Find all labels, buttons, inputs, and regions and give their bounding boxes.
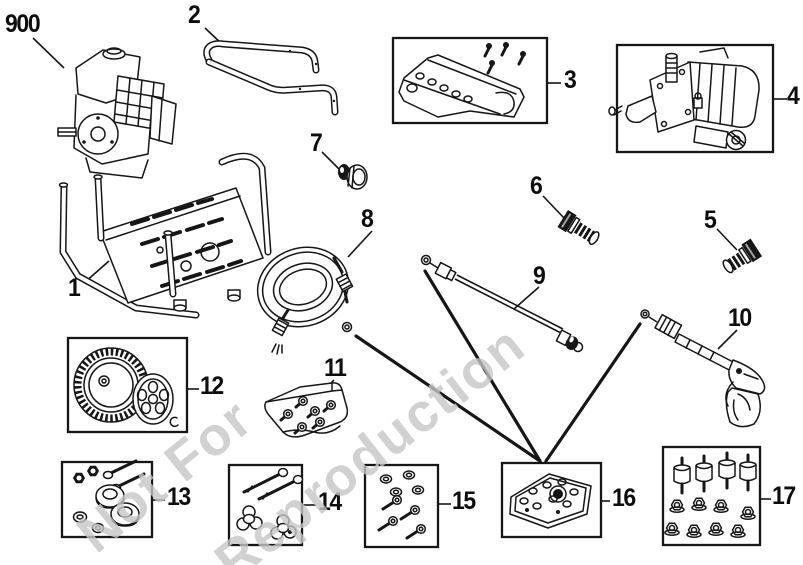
screw-washer-kit-icon xyxy=(377,470,427,540)
screw-kit-bag-icon xyxy=(264,382,349,438)
gun-o-ring xyxy=(640,309,650,319)
assembly-line-gun-to-nozzle-kit xyxy=(544,322,642,463)
leader-900 xyxy=(32,37,65,69)
kit-box-17 xyxy=(661,445,762,547)
deck-slots xyxy=(130,197,243,288)
spray-wand-icon xyxy=(420,254,584,353)
callout-7: 7 xyxy=(310,129,323,157)
callout-12: 12 xyxy=(200,372,224,400)
callout-4: 4 xyxy=(787,82,800,110)
callout-3: 3 xyxy=(564,66,577,94)
kit-box-12 xyxy=(66,336,189,434)
kit-box-14 xyxy=(227,463,304,547)
hose-o-ring xyxy=(341,321,353,333)
knob-2 xyxy=(270,514,297,540)
callout-14: 14 xyxy=(318,488,342,516)
callout-11: 11 xyxy=(324,354,347,382)
kit-box-16 xyxy=(500,461,603,539)
leader-6 xyxy=(542,195,565,219)
kit-box-4 xyxy=(615,43,775,154)
callout-5: 5 xyxy=(704,206,717,234)
e-clip xyxy=(169,416,179,428)
kit-box-15 xyxy=(363,463,440,549)
handlebar-icon xyxy=(203,40,339,116)
knob-1 xyxy=(236,505,263,531)
callout-9: 9 xyxy=(533,262,546,290)
axle-hardware-kit-icon xyxy=(72,459,146,534)
callout-13: 13 xyxy=(167,483,191,511)
callout-17: 17 xyxy=(772,482,796,510)
kit-box-13 xyxy=(60,460,154,539)
frame-base-icon xyxy=(58,152,272,319)
assembly-line-hose-to-nozzle-kit xyxy=(354,334,542,463)
bag-screws xyxy=(279,395,337,435)
high-pressure-hose-icon xyxy=(256,246,354,355)
wand-o-ring xyxy=(420,254,432,266)
callout-1: 1 xyxy=(68,274,81,302)
shield-screws xyxy=(483,42,526,75)
knob-bolt-kit-icon xyxy=(236,467,304,540)
vibration-mount-kit-icon xyxy=(664,451,758,538)
leader-7 xyxy=(321,151,340,170)
callout-900: 900 xyxy=(5,10,41,38)
pump-assembly-icon xyxy=(608,47,760,151)
callout-16: 16 xyxy=(612,484,636,512)
engine-assembly-icon xyxy=(57,47,177,179)
outlet-fitting-icon xyxy=(722,238,763,274)
kit-box-3 xyxy=(391,36,549,125)
assembly-line-wand-to-nozzle-kit xyxy=(423,269,542,463)
nozzle-kit-icon xyxy=(509,473,592,529)
leader-10 xyxy=(717,329,738,350)
callout-8: 8 xyxy=(361,205,374,233)
callout-10: 10 xyxy=(728,304,752,332)
callout-6: 6 xyxy=(530,172,543,200)
water-inlet-fitting-icon xyxy=(338,164,368,190)
callout-2: 2 xyxy=(188,1,201,29)
spray-gun-icon xyxy=(640,309,766,428)
callout-15: 15 xyxy=(452,487,476,515)
heat-shield-kit-icon xyxy=(398,42,526,118)
wheel-kit-icon xyxy=(73,347,179,428)
leader-8 xyxy=(347,230,373,258)
hose-adapter-fitting-icon xyxy=(557,209,600,246)
leader-5 xyxy=(716,228,738,251)
